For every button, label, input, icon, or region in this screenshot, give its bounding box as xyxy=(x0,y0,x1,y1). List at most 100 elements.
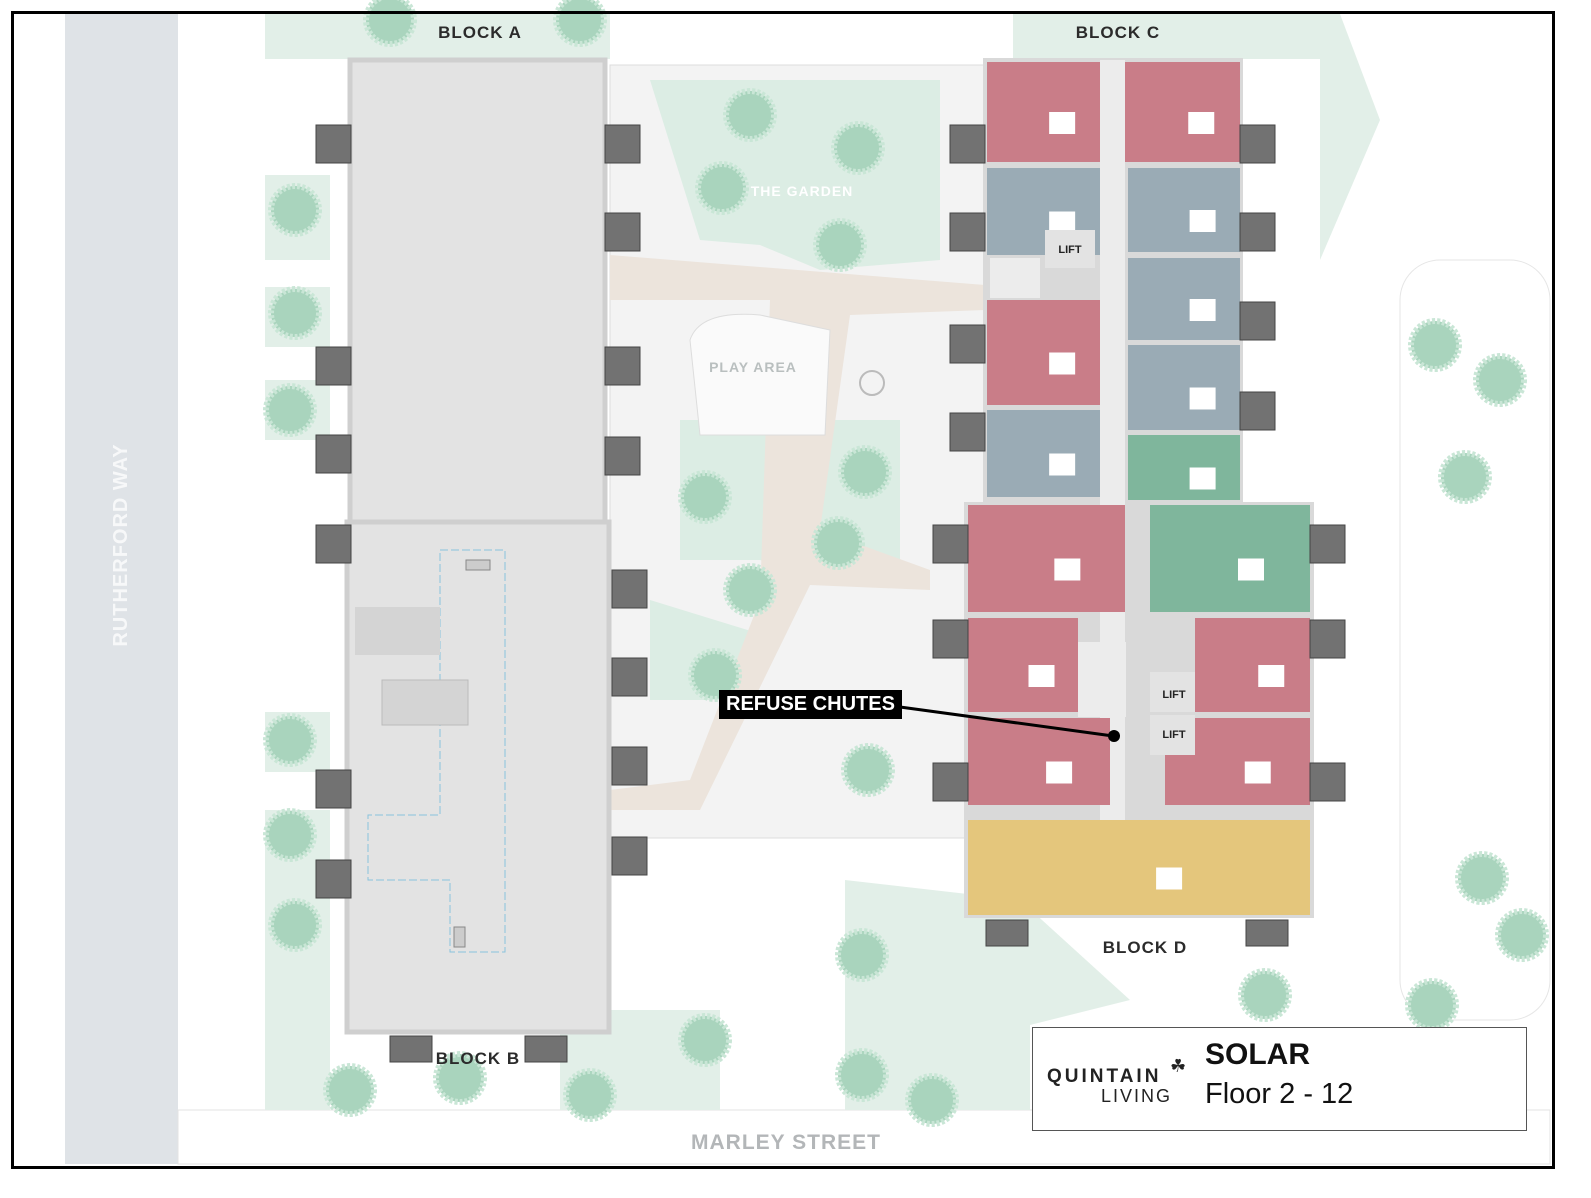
balcony xyxy=(1239,124,1276,164)
tree-icon xyxy=(841,743,895,797)
balcony xyxy=(1245,919,1289,947)
balcony xyxy=(932,524,969,564)
tree-icon xyxy=(323,1063,377,1117)
living-logo-text: LIVING xyxy=(1101,1086,1173,1106)
tree-icon xyxy=(263,713,317,767)
tree-icon xyxy=(723,88,777,142)
apartment-unit xyxy=(1150,505,1310,612)
bed-icon xyxy=(1188,112,1215,134)
balcony xyxy=(1239,301,1276,341)
block-c-label: BLOCK C xyxy=(1076,23,1160,42)
apartment-unit xyxy=(1125,62,1240,162)
tree-icon xyxy=(695,161,749,215)
balcony xyxy=(932,762,969,802)
tree-icon xyxy=(263,383,317,437)
balcony xyxy=(315,346,352,386)
apartment-unit xyxy=(987,410,1100,497)
refuse-chutes-callout: REFUSE CHUTES xyxy=(719,690,902,719)
tree-icon xyxy=(1473,353,1527,407)
balcony xyxy=(604,124,641,164)
tree-icon xyxy=(363,0,417,47)
block-b-corridor xyxy=(367,549,506,953)
tree-icon xyxy=(723,563,777,617)
block-a-building xyxy=(347,57,608,525)
block-b-label: BLOCK B xyxy=(436,1049,520,1068)
lawn xyxy=(1320,14,1380,260)
stairs xyxy=(355,607,440,655)
balcony xyxy=(611,569,648,609)
tree-icon xyxy=(1405,978,1459,1032)
bed-icon xyxy=(1189,387,1216,410)
tree-icon xyxy=(835,1048,889,1102)
lift-label: LIFT xyxy=(1162,689,1185,701)
refuse-chute xyxy=(465,559,491,571)
bed-icon xyxy=(1054,558,1081,581)
bed-icon xyxy=(1049,352,1076,375)
apartment-unit xyxy=(1128,168,1240,252)
bed-icon xyxy=(1189,467,1216,490)
apartment-unit xyxy=(987,62,1100,162)
play-area xyxy=(689,313,831,436)
tree-icon xyxy=(1438,450,1492,504)
balcony xyxy=(949,324,986,364)
play-equipment-icon xyxy=(859,370,885,396)
tree-icon xyxy=(268,898,322,952)
refuse-chute xyxy=(453,926,466,948)
tree-icon xyxy=(688,648,742,702)
balcony xyxy=(1239,391,1276,431)
apartment-units xyxy=(968,62,1310,915)
balcony xyxy=(315,859,352,899)
balcony xyxy=(315,769,352,809)
bed-icon xyxy=(1049,211,1076,234)
tree-icon xyxy=(811,516,865,570)
bed-icon xyxy=(1046,761,1073,784)
building-name: SOLAR xyxy=(1205,1038,1310,1071)
tree-icon xyxy=(268,183,322,237)
tree-icon xyxy=(905,1073,959,1127)
balcony xyxy=(315,124,352,164)
bed-icon xyxy=(1244,761,1271,784)
bed-icon xyxy=(1238,558,1264,581)
tree-icon xyxy=(678,1013,732,1067)
refuse-chutes-marker xyxy=(1108,730,1120,742)
apartment-unit xyxy=(968,718,1110,805)
apartment-unit xyxy=(1128,345,1240,430)
green-strip xyxy=(265,14,610,59)
garden-path xyxy=(610,255,985,810)
apartment-unit xyxy=(1128,435,1240,500)
balcony xyxy=(524,1035,568,1063)
balcony xyxy=(1309,524,1346,564)
bed-icon xyxy=(1049,112,1076,134)
floor-range: Floor 2 - 12 xyxy=(1205,1078,1354,1110)
tree-icon xyxy=(1408,318,1462,372)
balcony xyxy=(1309,762,1346,802)
balcony xyxy=(1309,619,1346,659)
balcony xyxy=(949,212,986,252)
block-d-label: BLOCK D xyxy=(1103,938,1187,957)
stairs xyxy=(1078,642,1126,717)
lift-core xyxy=(381,679,469,726)
bed-icon xyxy=(1189,210,1216,232)
balcony xyxy=(389,1035,433,1063)
lawn xyxy=(845,880,1130,1110)
refuse-chutes-pointer xyxy=(899,705,1114,738)
tree-icon xyxy=(831,121,885,175)
rutherford-way-label: RUTHERFORD WAY xyxy=(110,443,132,646)
tree-icon xyxy=(553,0,607,47)
apartment-unit xyxy=(987,300,1100,405)
trefoil-logo-icon: ☘ xyxy=(1170,1056,1187,1076)
lift-3 xyxy=(1150,715,1195,755)
tree-icon xyxy=(835,928,889,982)
apartment-unit xyxy=(1195,618,1310,712)
balcony xyxy=(604,212,641,252)
tree-icon xyxy=(1455,851,1509,905)
tree-icon xyxy=(268,286,322,340)
bed-icon xyxy=(1028,665,1055,687)
balcony xyxy=(611,657,648,697)
tree-icon xyxy=(433,1051,487,1105)
balcony xyxy=(315,524,352,564)
balcony xyxy=(949,412,986,452)
bed-icon xyxy=(1156,867,1183,890)
balcony xyxy=(1239,212,1276,252)
